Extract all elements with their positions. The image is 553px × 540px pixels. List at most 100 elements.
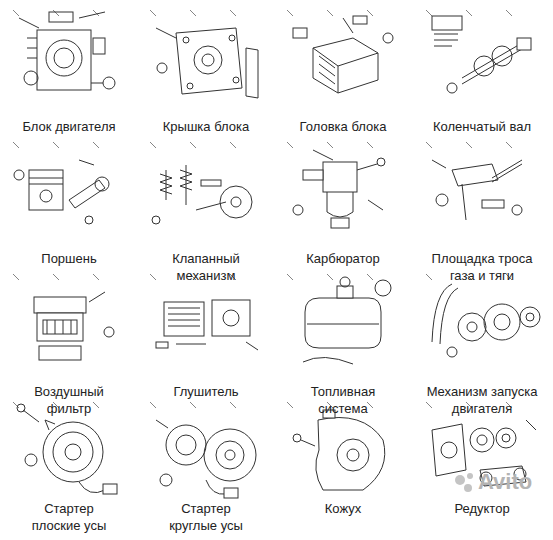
- part-stroke: [65, 444, 81, 460]
- section-caption: Клапанный механизм: [161, 250, 251, 284]
- part-stroke: [63, 320, 64, 334]
- part-stroke: [293, 205, 303, 215]
- part-stroke: [186, 165, 187, 205]
- watermark-dot: [455, 475, 465, 485]
- part-stroke: [319, 72, 335, 84]
- section-caption: Редуктор: [412, 500, 552, 517]
- part-stroke: [482, 200, 504, 208]
- part-stroke: [512, 205, 522, 215]
- part-drawing: [426, 10, 531, 93]
- leader-line: [93, 274, 99, 280]
- part-stroke: [95, 177, 109, 191]
- part-stroke: [157, 63, 167, 73]
- part-stroke: [29, 184, 63, 185]
- part-stroke: [225, 450, 235, 460]
- section-caption: Карбюратор: [273, 250, 413, 267]
- part-stroke: [91, 83, 103, 84]
- part-stroke: [434, 34, 458, 35]
- part-stroke: [29, 178, 63, 179]
- part-stroke: [45, 420, 55, 430]
- leader-line: [93, 402, 99, 408]
- part-drawing: [13, 10, 115, 90]
- part-stroke: [246, 342, 258, 350]
- leader-line: [367, 274, 373, 280]
- part-stroke: [313, 38, 378, 66]
- part-stroke: [492, 160, 522, 178]
- part-stroke: [37, 30, 91, 90]
- part-stroke: [25, 454, 37, 466]
- part-stroke: [34, 297, 86, 313]
- leader-line: [367, 10, 373, 16]
- leader-line: [426, 402, 432, 408]
- part-stroke: [441, 442, 457, 458]
- part-stroke: [353, 16, 367, 24]
- part-stroke: [327, 192, 353, 217]
- section-caption: Крышка блока: [131, 118, 281, 135]
- part-stroke: [496, 428, 516, 448]
- part-stroke: [39, 346, 81, 360]
- leader-line: [466, 10, 472, 16]
- part-stroke: [229, 35, 235, 41]
- part-stroke: [160, 174, 172, 194]
- part-stroke: [71, 320, 72, 334]
- watermark-dot: [467, 473, 473, 479]
- part-stroke: [526, 313, 534, 321]
- leader-line: [287, 142, 293, 148]
- part-stroke: [160, 474, 172, 486]
- leader-line: [506, 10, 512, 16]
- part-stroke: [168, 314, 200, 315]
- part-stroke: [305, 298, 381, 348]
- part-stroke: [156, 420, 168, 428]
- part-stroke: [337, 439, 369, 471]
- part-stroke: [432, 424, 466, 476]
- part-stroke: [168, 320, 200, 321]
- part-stroke: [246, 48, 258, 98]
- leader-line: [230, 142, 236, 148]
- section-caption: Коленчатый вал: [407, 118, 553, 135]
- part-stroke: [27, 48, 37, 49]
- part-stroke: [14, 170, 24, 180]
- section-caption: Механизм запуска двигателя: [421, 383, 543, 417]
- leader-line: [367, 402, 373, 408]
- part-stroke: [526, 420, 536, 430]
- leader-line: [230, 10, 236, 16]
- part-stroke: [23, 410, 39, 422]
- part-stroke: [206, 480, 226, 494]
- part-stroke: [357, 164, 377, 170]
- part-stroke: [520, 307, 540, 327]
- part-stroke: [79, 12, 105, 18]
- part-stroke: [194, 46, 222, 74]
- part-stroke: [19, 18, 39, 28]
- leader-line: [230, 402, 236, 408]
- part-stroke: [452, 164, 498, 186]
- part-stroke: [432, 16, 462, 30]
- part-stroke: [436, 194, 448, 206]
- leader-line: [13, 274, 19, 280]
- part-stroke: [293, 28, 307, 38]
- part-stroke: [93, 38, 105, 54]
- leader-line: [150, 402, 156, 408]
- part-stroke: [37, 313, 83, 341]
- section-caption: Площадка троса газа и тяги: [426, 250, 538, 284]
- part-stroke: [40, 190, 52, 202]
- part-stroke: [494, 314, 510, 330]
- part-drawing: [426, 274, 540, 357]
- leader-line: [53, 10, 59, 16]
- part-stroke: [27, 58, 37, 59]
- part-stroke: [103, 484, 117, 494]
- part-stroke: [156, 342, 168, 348]
- part-stroke: [201, 180, 221, 186]
- leader-line: [190, 10, 196, 16]
- part-stroke: [43, 422, 103, 482]
- watermark-logo: [455, 473, 473, 492]
- leader-line: [327, 142, 333, 148]
- leader-line: [287, 10, 293, 16]
- leader-line: [327, 274, 333, 280]
- part-stroke: [434, 40, 458, 41]
- part-stroke: [313, 48, 338, 93]
- part-stroke: [303, 357, 353, 364]
- part-stroke: [343, 18, 353, 33]
- part-stroke: [462, 184, 466, 220]
- part-drawing: [287, 10, 393, 93]
- part-stroke: [27, 38, 37, 39]
